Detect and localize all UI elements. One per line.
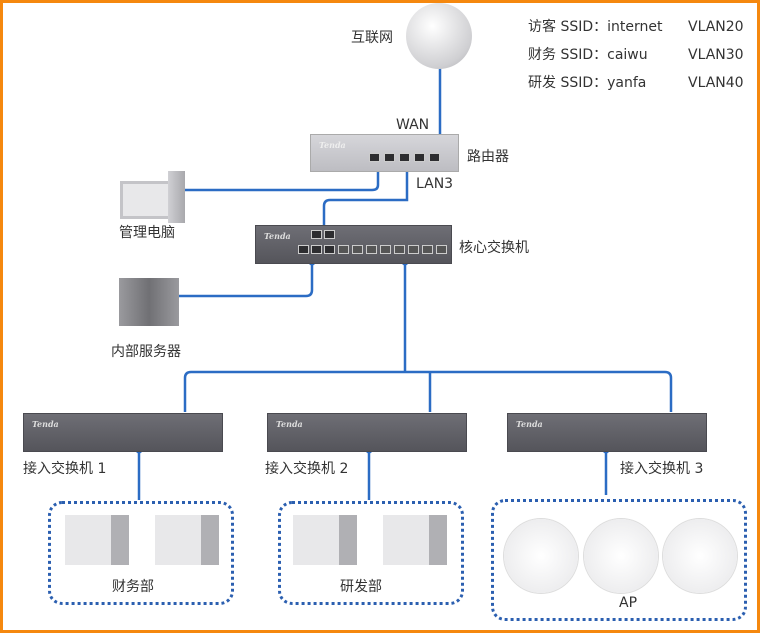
wire-lan3-core <box>322 160 409 232</box>
internet-label: 互联网 <box>351 30 393 46</box>
internet-globe-icon <box>406 3 472 69</box>
router-icon: Tenda <box>310 134 459 172</box>
lan3-label: LAN3 <box>416 176 454 192</box>
access-switch-1-label: 接入交换机 1 <box>23 461 107 477</box>
wire-core-server <box>170 262 314 298</box>
rnd-pc-icon <box>383 515 447 565</box>
core-switch-label: 核心交换机 <box>459 240 529 256</box>
wire-router-adminpc <box>185 160 380 192</box>
ap-label: AP <box>619 595 638 611</box>
finance-pc-icon <box>155 515 219 565</box>
ap-group <box>491 499 747 621</box>
access-point-icon <box>663 519 737 593</box>
finance-group <box>48 501 234 605</box>
access-switch-3-label: 接入交换机 3 <box>620 461 704 477</box>
router-label: 路由器 <box>467 149 509 165</box>
admin-pc-icon <box>120 171 185 223</box>
access-switch-2-label: 接入交换机 2 <box>265 461 349 477</box>
server-label: 内部服务器 <box>111 344 181 360</box>
rnd-pc-icon <box>293 515 357 565</box>
rnd-label: 研发部 <box>340 579 382 595</box>
access-switch-1-icon: Tenda <box>23 413 223 452</box>
finance-label: 财务部 <box>112 579 154 595</box>
finance-pc-icon <box>65 515 129 565</box>
server-icon <box>119 278 179 326</box>
access-switch-3-icon: Tenda <box>507 413 707 452</box>
admin-pc-label: 管理电脑 <box>119 225 175 241</box>
access-point-icon <box>584 519 658 593</box>
rnd-group <box>278 501 464 605</box>
wire-access-bus <box>183 370 673 412</box>
access-switch-2-icon: Tenda <box>267 413 467 452</box>
wan-label: WAN <box>396 117 430 133</box>
core-switch-icon: Tenda <box>255 225 452 264</box>
access-point-icon <box>504 519 578 593</box>
